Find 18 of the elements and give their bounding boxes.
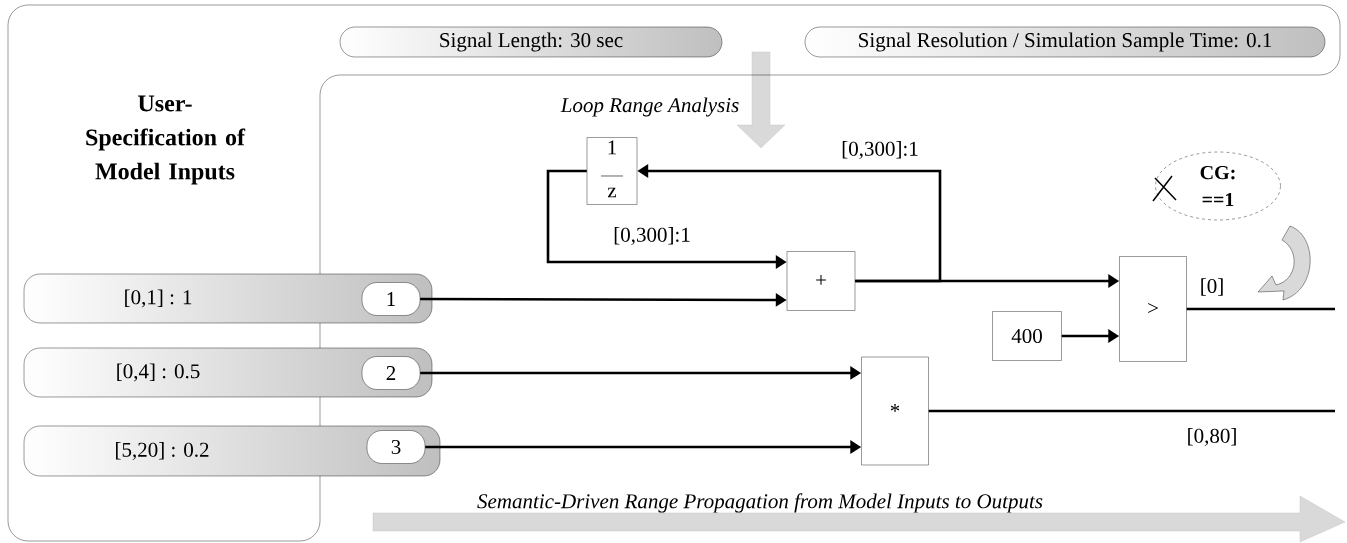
- inport-block: 3: [366, 430, 426, 464]
- delay-block: 1 z: [586, 137, 638, 205]
- edge-label: [0]: [1198, 277, 1226, 297]
- edge-label: [0,80]: [1185, 427, 1239, 447]
- edge-label: [0,300]:1: [840, 140, 920, 160]
- operator-block: >: [1119, 256, 1187, 362]
- operator-block: +: [786, 251, 856, 311]
- signal-line: [1186, 307, 1335, 311]
- edge-label: [0,300]:1: [612, 226, 692, 246]
- inport-block: 2: [361, 356, 421, 390]
- setting-pill: Signal Resolution / Simulation Sample Time: 0.1: [804, 26, 1326, 58]
- operator-block: *: [861, 356, 929, 466]
- operator-block: 400: [992, 311, 1062, 361]
- annotation-text: Loop Range Analysis: [560, 97, 739, 117]
- setting-pill: Signal Length: 30 sec: [339, 26, 723, 58]
- inport-block: 1: [361, 282, 421, 316]
- annotation-text: Semantic-Driven Range Propagation from Model Inputs to Outputs: [477, 493, 1043, 513]
- signal-line: [928, 409, 1335, 413]
